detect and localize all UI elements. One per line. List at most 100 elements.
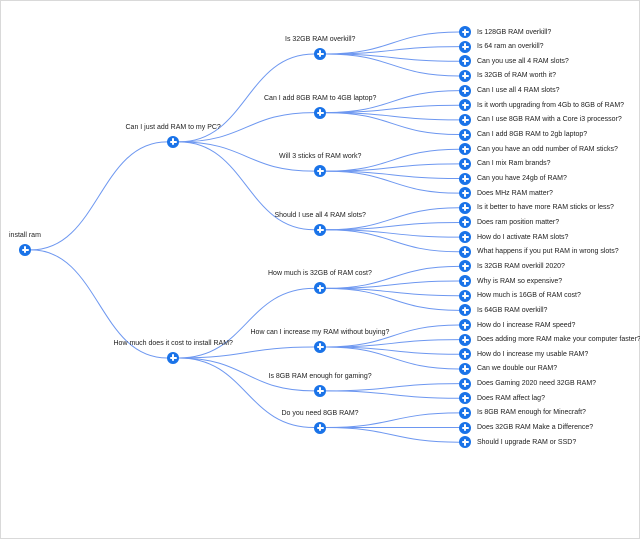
expand-node-button-how-do-i-increase-ram-speed[interactable] [459, 319, 471, 331]
node-label-will-3-sticks-of-ram-work: Will 3 sticks of RAM work? [279, 153, 362, 161]
node-label-is-it-better-to-have-more-ram-sticks-or-less: Is it better to have more RAM sticks or … [477, 204, 614, 212]
link-can-i-add-8gb-ram-to-4gb-laptop [178, 112, 315, 143]
expand-node-button-is-128gb-ram-overkill[interactable] [459, 26, 471, 38]
expand-node-button-should-i-use-all-4-ram-slots[interactable] [314, 223, 326, 236]
expand-node-button-does-32gb-ram-make-a-difference[interactable] [459, 421, 471, 434]
expand-node-button-do-you-need-8gb-ram[interactable] [314, 421, 326, 434]
expand-node-button-can-you-have-24gb-of-ram[interactable] [459, 172, 471, 185]
expand-node-button-can-we-double-our-ram[interactable] [459, 362, 471, 375]
expand-node-button-why-is-ram-so-expensive[interactable] [459, 275, 471, 288]
expand-node-button-does-adding-more-ram-make-your-computer-faster[interactable] [459, 333, 471, 346]
expand-node-button-how-much-is-32gb-of-ram-cost[interactable] [314, 282, 326, 295]
expand-node-button-is-8gb-ram-enough-for-gaming[interactable] [314, 384, 326, 397]
node-label-is-32gb-ram-overkill: Is 32GB RAM overkill? [285, 35, 356, 43]
node-label-how-do-i-activate-ram-slots: How do I activate RAM slots? [477, 233, 569, 241]
expand-node-button-is-64-ram-an-overkill[interactable] [459, 40, 471, 53]
expand-node-button-is-32gb-of-ram-worth-it[interactable] [459, 69, 471, 82]
node-label-how-much-does-it-cost-to-install-ram: How much does it cost to install RAM? [113, 339, 233, 347]
link-can-we-double-our-ram [325, 346, 460, 370]
expand-node-button-is-it-worth-upgrading-from-4gb-to-8gb-of-ram[interactable] [459, 99, 471, 112]
link-does-gaming-2020-need-32gb-ram [325, 383, 460, 392]
link-why-is-ram-so-expensive [325, 280, 460, 289]
expand-node-button-can-you-use-all-4-ram-slots[interactable] [459, 55, 471, 68]
expand-node-button-can-i-use-8gb-ram-with-a-core-i3-processor[interactable] [459, 113, 471, 126]
node-label-can-you-have-24gb-of-ram: Can you have 24gb of RAM? [477, 175, 567, 182]
expand-node-button-can-i-add-8gb-ram-to-2gb-laptop[interactable] [459, 128, 471, 141]
expand-node-button-what-happens-if-you-put-ram-in-wrong-slots[interactable] [459, 245, 471, 258]
link-is-32gb-ram-overkill [178, 53, 315, 143]
node-label-is-it-worth-upgrading-from-4gb-to-8gb-of-ram: Is it worth upgrading from 4Gb to 8GB of… [477, 101, 625, 109]
node-label-does-mhz-ram-matter: Does MHz RAM matter? [477, 189, 553, 197]
link-is-64-ram-an-overkill [325, 46, 460, 55]
link-can-i-mix-ram-brands [325, 163, 460, 172]
node-label-how-do-i-increase-my-usable-ram: How do I increase my usable RAM? [477, 350, 589, 358]
node-label-how-do-i-increase-ram-speed: How do I increase RAM speed? [477, 321, 576, 329]
expand-node-button-should-i-upgrade-ram-or-ssd[interactable] [459, 436, 471, 449]
expand-node-button-will-3-sticks-of-ram-work[interactable] [314, 165, 326, 178]
node-label-does-gaming-2020-need-32gb-ram: Does Gaming 2020 need 32GB RAM? [477, 380, 597, 388]
node-label-can-i-add-8gb-ram-to-4gb-laptop: Can I add 8GB RAM to 4GB laptop? [264, 94, 377, 102]
link-how-much-is-32gb-of-ram-cost [178, 287, 315, 359]
node-label-install-ram: install ram [9, 231, 41, 239]
link-should-i-use-all-4-ram-slots [178, 141, 315, 231]
expand-node-button-how-much-does-it-cost-to-install-ram[interactable] [167, 351, 179, 364]
link-how-much-does-it-cost-to-install-ram [30, 249, 168, 359]
expand-node-button-can-i-use-all-4-ram-slots[interactable] [459, 84, 471, 97]
link-does-adding-more-ram-make-your-computer-faster [325, 339, 460, 348]
node-label-does-32gb-ram-make-a-difference: Does 32GB RAM Make a Difference? [477, 424, 594, 432]
node-label-is-128gb-ram-overkill: Is 128GB RAM overkill? [477, 28, 552, 36]
expand-node-button-does-ram-affect-lag[interactable] [459, 392, 471, 405]
expand-node-button-does-ram-position-matter[interactable] [459, 216, 471, 229]
node-label-is-32gb-of-ram-worth-it: Is 32GB of RAM worth it? [477, 72, 556, 80]
node-label-does-ram-affect-lag: Does RAM affect lag? [477, 394, 545, 402]
link-is-it-worth-upgrading-from-4gb-to-8gb-of-ram [325, 104, 460, 114]
node-label-is-64gb-ram-overkill: Is 64GB RAM overkill? [477, 306, 548, 314]
expand-node-button-can-i-mix-ram-brands[interactable] [459, 157, 471, 170]
expand-node-button-is-32gb-ram-overkill-2020[interactable] [459, 260, 471, 273]
node-label-what-happens-if-you-put-ram-in-wrong-slots: What happens if you put RAM in wrong slo… [477, 248, 619, 256]
node-label-can-i-just-add-ram-to-my-pc: Can I just add RAM to my PC? [125, 123, 221, 131]
link-is-8gb-ram-enough-for-minecraft [325, 412, 460, 429]
expand-node-button-can-you-have-an-odd-number-of-ram-sticks[interactable] [459, 143, 471, 156]
node-label-can-i-use-all-4-ram-slots: Can I use all 4 RAM slots? [477, 87, 560, 95]
expand-node-button-how-much-is-16gb-of-ram-cost[interactable] [459, 289, 471, 302]
link-what-happens-if-you-put-ram-in-wrong-slots [325, 229, 460, 253]
link-how-can-i-increase-my-ram-without-buying [178, 346, 315, 359]
expand-node-button-does-mhz-ram-matter[interactable] [459, 187, 471, 200]
link-does-mhz-ram-matter [325, 170, 460, 194]
link-is-it-better-to-have-more-ram-sticks-or-less [325, 207, 460, 231]
expand-node-button-is-8gb-ram-enough-for-minecraft[interactable] [459, 406, 471, 419]
link-can-i-just-add-ram-to-my-pc [30, 141, 168, 251]
expand-node-button-is-it-better-to-have-more-ram-sticks-or-less[interactable] [459, 201, 471, 214]
node-label-should-i-use-all-4-ram-slots: Should I use all 4 RAM slots? [274, 211, 366, 219]
link-is-8gb-ram-enough-for-gaming [178, 357, 315, 392]
node-label-how-can-i-increase-my-ram-without-buying: How can I increase my RAM without buying… [250, 328, 390, 336]
node-label-how-much-is-32gb-of-ram-cost: How much is 32GB of RAM cost? [268, 270, 372, 278]
node-label-can-i-add-8gb-ram-to-2gb-laptop: Can I add 8GB RAM to 2gb laptop? [477, 131, 588, 139]
node-label-does-adding-more-ram-make-your-computer-faster: Does adding more RAM make your computer … [477, 336, 640, 344]
node-label-can-you-use-all-4-ram-slots: Can you use all 4 RAM slots? [477, 57, 569, 65]
expand-node-button-can-i-just-add-ram-to-my-pc[interactable] [167, 135, 179, 148]
link-is-32gb-ram-overkill-2020 [325, 265, 460, 289]
node-label-do-you-need-8gb-ram: Do you need 8GB RAM? [281, 409, 359, 417]
expand-node-button-does-gaming-2020-need-32gb-ram[interactable] [459, 377, 471, 390]
expand-node-button-how-do-i-activate-ram-slots[interactable] [459, 231, 471, 244]
node-label-can-i-use-8gb-ram-with-a-core-i3-processor: Can I use 8GB RAM with a Core i3 process… [477, 116, 622, 124]
node-label-can-i-mix-ram-brands: Can I mix Ram brands? [477, 160, 551, 168]
expand-node-button-can-i-add-8gb-ram-to-4gb-laptop[interactable] [314, 106, 326, 119]
node-label-does-ram-position-matter: Does ram position matter? [477, 218, 560, 226]
link-is-32gb-of-ram-worth-it [325, 53, 460, 77]
expand-node-button-how-do-i-increase-my-usable-ram[interactable] [459, 348, 471, 361]
link-can-you-have-an-odd-number-of-ram-sticks [325, 148, 460, 172]
link-can-i-add-8gb-ram-to-2gb-laptop [325, 112, 460, 136]
link-is-128gb-ram-overkill [325, 31, 460, 55]
node-label-why-is-ram-so-expensive: Why is RAM so expensive? [477, 277, 563, 285]
expand-node-button-install-ram[interactable] [19, 243, 31, 256]
expand-node-button-is-32gb-ram-overkill[interactable] [314, 47, 326, 60]
link-should-i-upgrade-ram-or-ssd [325, 427, 460, 443]
expand-node-button-is-64gb-ram-overkill[interactable] [459, 304, 471, 317]
node-label-can-we-double-our-ram: Can we double our RAM? [477, 365, 558, 373]
node-label-how-much-is-16gb-of-ram-cost: How much is 16GB of RAM cost? [477, 292, 581, 300]
expand-node-button-how-can-i-increase-my-ram-without-buying[interactable] [314, 340, 326, 353]
link-is-64gb-ram-overkill [325, 287, 460, 311]
